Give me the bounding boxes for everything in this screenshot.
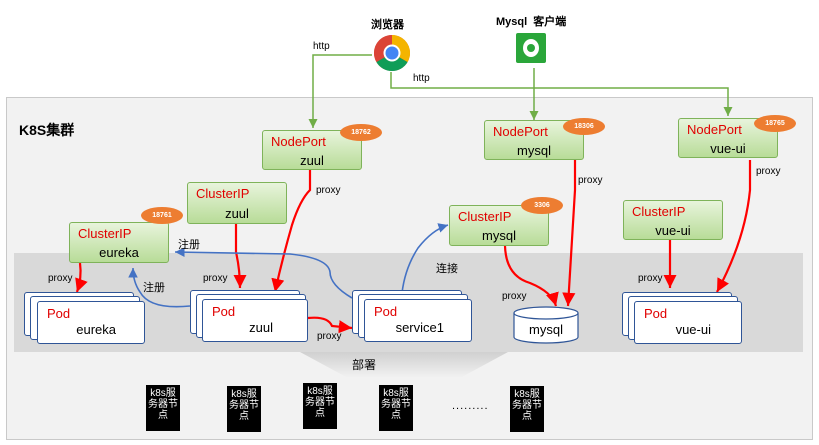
register-zuul-eureka — [128, 267, 191, 308]
proxy-label-zuul-np: proxy — [316, 185, 341, 196]
register-service1-eureka — [174, 247, 353, 299]
proxy-label-zuul-svc: proxy — [317, 331, 342, 342]
pod-vueui[interactable]: Pod vue-ui — [634, 301, 742, 344]
clusterip-zuul[interactable]: ClusterIP zuul — [187, 182, 287, 224]
proxy-label-mysql-np: proxy — [578, 175, 603, 186]
pod-eureka[interactable]: Pod eureka — [37, 301, 145, 344]
clusterip-mysql-type: ClusterIP — [458, 209, 512, 224]
nodeport-vueui-type: NodePort — [687, 122, 742, 137]
http-line-browser-vueui — [390, 72, 733, 116]
proxy-vueui-np — [716, 160, 752, 293]
proxy-label-vueui: proxy — [638, 273, 663, 284]
http-label-2: http — [413, 73, 430, 84]
proxy-label-vueui-np: proxy — [756, 166, 781, 177]
pod-service1-name: service1 — [395, 320, 444, 335]
connect-label: 连接 — [436, 263, 458, 275]
proxy-zuul-np — [271, 170, 312, 293]
mysql-database-label: mysql — [529, 322, 563, 337]
pod-eureka-name: eureka — [76, 322, 116, 337]
proxy-label-mysql: proxy — [502, 291, 527, 302]
cluster-title: K8S集群 — [19, 122, 75, 138]
nodeport-vueui-port-badge: 18765 — [754, 115, 796, 132]
k8s-node-4: k8s服务器节点 — [379, 385, 413, 431]
pod-eureka-type: Pod — [47, 306, 71, 321]
proxy-zuul-svc — [307, 316, 353, 334]
nodeport-mysql-port-badge: 18306 — [563, 118, 605, 135]
pod-service1[interactable]: Pod service1 — [364, 299, 472, 342]
register-label-2: 注册 — [143, 282, 165, 294]
node-ellipsis: ......... — [452, 400, 489, 412]
mysql-database-icon[interactable]: mysql — [512, 306, 580, 344]
mysql-client-icon — [516, 33, 546, 63]
register-label-1: 注册 — [178, 239, 200, 251]
connect-service1-mysql — [401, 223, 449, 294]
deploy-arrow — [300, 352, 508, 378]
k8s-node-2: k8s服务器节点 — [227, 386, 261, 432]
k8s-node-3: k8s服务器节点 — [303, 383, 337, 429]
pod-service1-type: Pod — [374, 304, 398, 319]
nodeport-mysql-type: NodePort — [493, 124, 548, 139]
proxy-eureka — [75, 262, 88, 293]
proxy-label-zuul: proxy — [203, 273, 228, 284]
pod-zuul[interactable]: Pod zuul — [202, 299, 308, 342]
nodeport-vueui[interactable]: NodePort vue-ui — [678, 118, 778, 158]
clusterip-vueui-type: ClusterIP — [632, 204, 686, 219]
pod-vueui-type: Pod — [644, 306, 668, 321]
k8s-node-5: k8s服务器节点 — [510, 386, 544, 432]
clusterip-zuul-name: zuul — [225, 206, 249, 221]
http-label-1: http — [313, 41, 330, 52]
proxy-label-eureka: proxy — [48, 273, 73, 284]
pod-zuul-type: Pod — [212, 304, 236, 319]
clusterip-vueui-name: vue-ui — [655, 223, 691, 238]
clusterip-eureka-type: ClusterIP — [78, 226, 132, 241]
clusterip-mysql-name: mysql — [482, 228, 516, 243]
nodeport-zuul-name: zuul — [300, 153, 324, 168]
clusterip-eureka-name: eureka — [99, 245, 139, 260]
nodeport-zuul[interactable]: NodePort zuul — [262, 130, 362, 170]
proxy-mysql-cip — [503, 245, 559, 307]
k8s-node-1: k8s服务器节点 — [146, 385, 180, 431]
mysql-client-label: Mysql 客户端 — [496, 16, 567, 28]
browser-label: 浏览器 — [371, 19, 404, 31]
nodeport-mysql-name: mysql — [517, 143, 551, 158]
http-line-browser-zuul — [308, 54, 372, 128]
chrome-browser-icon — [372, 33, 412, 73]
nodeport-zuul-port-badge: 18762 — [340, 124, 382, 141]
nodeport-zuul-type: NodePort — [271, 134, 326, 149]
pod-vueui-name: vue-ui — [675, 322, 711, 337]
clusterip-eureka[interactable]: ClusterIP eureka — [69, 222, 169, 263]
pod-zuul-name: zuul — [249, 320, 273, 335]
clusterip-mysql-port-badge: 3306 — [521, 197, 563, 214]
nodeport-vueui-name: vue-ui — [710, 141, 746, 156]
clusterip-vueui[interactable]: ClusterIP vue-ui — [623, 200, 723, 240]
clusterip-zuul-type: ClusterIP — [196, 186, 250, 201]
proxy-mysql-np — [562, 160, 577, 307]
clusterip-eureka-port-badge: 18761 — [141, 207, 183, 224]
deploy-label: 部署 — [352, 358, 377, 372]
proxy-zuul-cip — [233, 224, 247, 289]
